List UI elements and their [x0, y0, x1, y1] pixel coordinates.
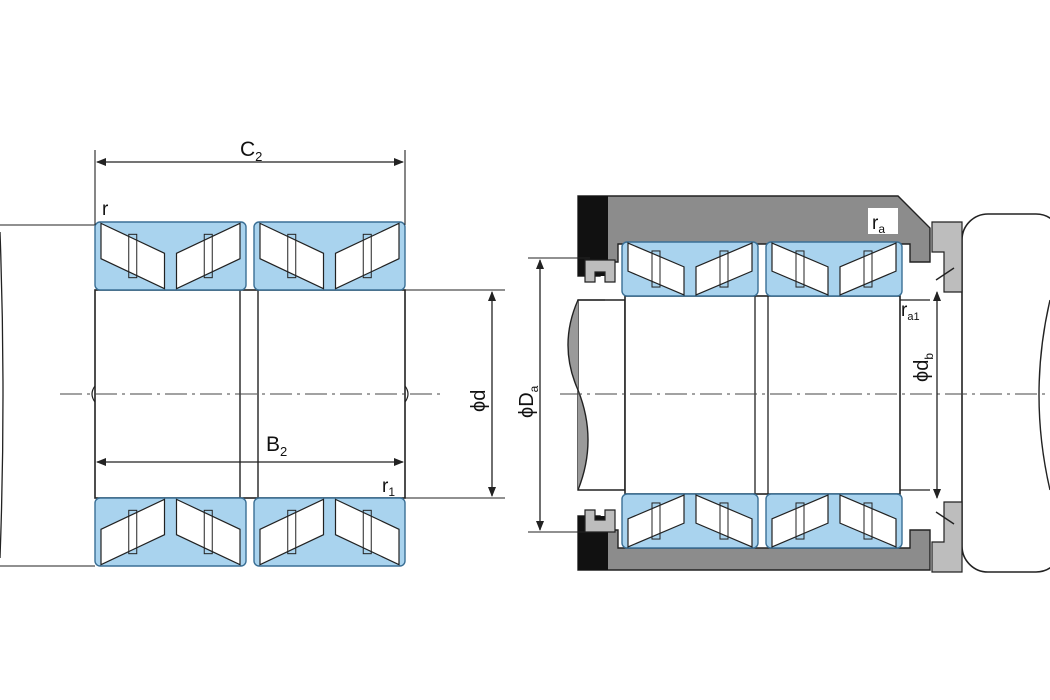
- right-bottom-roller-2: [695, 494, 753, 548]
- left-bearing-view: C2 B2 r r1 ϕd: [0, 138, 505, 567]
- right-top-roller-3: [771, 242, 829, 296]
- da-label: ϕDa: [516, 385, 541, 418]
- c2-label: C2: [240, 138, 262, 164]
- right-top-roller-2: [695, 242, 753, 296]
- right-top-cage-3: [795, 250, 805, 288]
- right-bottom-cage-2: [719, 502, 729, 540]
- db-label: ϕdb: [911, 353, 936, 382]
- left-bottom-roller-4: [334, 498, 400, 566]
- right-bottom-roller-3: [771, 494, 829, 548]
- b2-label: B2: [266, 433, 287, 459]
- left-top-roller-2: [175, 222, 241, 290]
- seal-right-bottom: [931, 501, 963, 573]
- left-top-cage-3: [287, 233, 297, 279]
- r1-label: r1: [382, 476, 395, 499]
- left-top-cage-4: [362, 233, 372, 279]
- left-bottom-roller-3: [259, 498, 325, 566]
- left-top-roller-3: [259, 222, 325, 290]
- left-top-cage-2: [203, 233, 213, 279]
- r-label: r: [102, 199, 109, 220]
- left-top-roller-4: [334, 222, 400, 290]
- left-bottom-cage-2: [203, 509, 213, 555]
- right-top-cage-1: [651, 250, 661, 288]
- right-bottom-roller-4: [839, 494, 897, 548]
- left-bottom-cage-1: [128, 509, 138, 555]
- right-bore-outline: [624, 295, 901, 495]
- left-bottom-roller-2: [175, 498, 241, 566]
- right-bearing-mounting-view: ϕDa ϕdb ra ra1: [516, 195, 1050, 573]
- right-top-roller-4: [839, 242, 897, 296]
- right-top-cage-2: [719, 250, 729, 288]
- left-top-cage-1: [128, 233, 138, 279]
- hub-body: [961, 213, 1050, 573]
- left-bottom-cage-3: [287, 509, 297, 555]
- seal-left-top: [584, 259, 616, 283]
- right-bottom-cage-3: [795, 502, 805, 540]
- right-top-roller-1: [627, 242, 685, 296]
- ra-label: ra: [872, 213, 885, 236]
- ra1-label: ra1: [901, 300, 920, 323]
- left-bottom-roller-1: [100, 498, 166, 566]
- right-top-cage-4: [863, 250, 873, 288]
- d-label: ϕd: [468, 390, 490, 412]
- right-bottom-cage-1: [651, 502, 661, 540]
- seal-right-top: [931, 221, 963, 293]
- seal-left-bottom: [584, 509, 616, 533]
- left-top-roller-1: [100, 222, 166, 290]
- shaft-break: [567, 299, 589, 491]
- right-bottom-roller-1: [627, 494, 685, 548]
- left-bottom-cage-4: [362, 509, 372, 555]
- right-bottom-cage-4: [863, 502, 873, 540]
